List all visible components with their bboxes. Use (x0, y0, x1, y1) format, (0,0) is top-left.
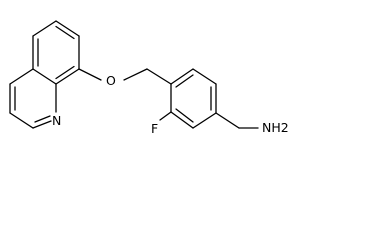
bond-c5-c6 (192, 68, 217, 85)
bond-c7-c6 (55, 20, 80, 37)
bond-c8a-c8 (55, 68, 80, 85)
structure-canvas: N O F NH2 (9, 20, 289, 136)
bond-c6-c1 (170, 68, 194, 85)
bond-c8-o (78, 68, 102, 81)
benzene-ring (170, 68, 217, 129)
bond-c3-c2 (9, 112, 34, 129)
bond-c4a-c4 (9, 68, 34, 85)
molecule-diagram: N O F NH2 (9, 20, 289, 136)
quinoline-pyridine-ring (9, 68, 57, 129)
nitrogen-atom-label: N (52, 113, 61, 128)
bond-ch2-ring (146, 68, 172, 85)
bond-c2-c3-inner (175, 108, 194, 123)
bond-c3-c4 (192, 112, 217, 129)
bond-c-f (159, 111, 172, 121)
bond-c4-ch2 (215, 112, 240, 129)
amine-group-label: NH2 (262, 120, 289, 135)
bond-c8a-c8-inner (55, 65, 75, 80)
bond-c7-c6-inner (55, 25, 75, 40)
quinoline-benzo-ring (32, 20, 80, 85)
oxygen-atom-label: O (106, 73, 116, 88)
bond-c2-n1-inner (34, 115, 51, 123)
bond-c2-n1 (32, 120, 52, 129)
bond-c4a-c8a (32, 68, 57, 85)
fluorine-atom-label: F (151, 121, 158, 136)
bond-c6-c1-inner (175, 74, 194, 88)
substituents (159, 111, 259, 129)
bond-c2-c3 (170, 111, 194, 129)
bond-o-ch2 (123, 68, 148, 81)
bond-c6-c5 (32, 20, 57, 37)
ether-linkage (78, 68, 172, 85)
